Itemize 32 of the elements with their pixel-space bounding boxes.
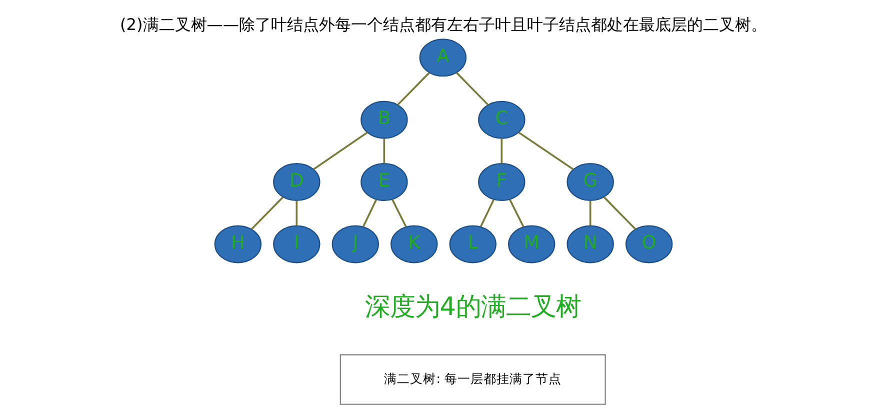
node-ellipse: K bbox=[390, 225, 438, 264]
node-ellipse: J bbox=[331, 225, 378, 264]
connector bbox=[250, 196, 284, 230]
connector bbox=[382, 138, 385, 164]
node-ellipse: O bbox=[624, 225, 672, 264]
connector bbox=[295, 200, 298, 226]
connector bbox=[518, 132, 574, 170]
connector bbox=[455, 72, 488, 106]
node-ellipse: C bbox=[478, 100, 525, 139]
connector bbox=[391, 199, 406, 228]
node-ellipse: I bbox=[272, 225, 320, 264]
connector bbox=[479, 199, 494, 228]
node-ellipse: H bbox=[214, 225, 262, 264]
node-ellipse: N bbox=[566, 225, 614, 264]
node-ellipse: B bbox=[360, 100, 408, 139]
connector bbox=[508, 199, 524, 228]
connector bbox=[396, 72, 430, 106]
node-ellipse: D bbox=[272, 163, 320, 202]
connector bbox=[362, 199, 377, 228]
node-ellipse: L bbox=[448, 225, 496, 264]
node-box: 满二叉树: 每一层都挂满了节点 bbox=[339, 354, 606, 405]
node-ellipse: M bbox=[508, 225, 555, 264]
label: 深度为4的满二叉树 bbox=[364, 291, 580, 322]
connector bbox=[588, 200, 591, 226]
connector bbox=[500, 138, 502, 164]
connector bbox=[312, 132, 368, 170]
connector bbox=[602, 196, 636, 230]
node-ellipse: F bbox=[478, 163, 525, 202]
node-ellipse: G bbox=[566, 163, 614, 202]
node-ellipse: E bbox=[360, 163, 408, 202]
node-ellipse: A bbox=[418, 38, 466, 77]
diagram-title: (2)满二叉树——除了叶结点外每一个结点都有左右子叶且叶子结点都处在最底层的二叉树。 bbox=[119, 15, 767, 34]
